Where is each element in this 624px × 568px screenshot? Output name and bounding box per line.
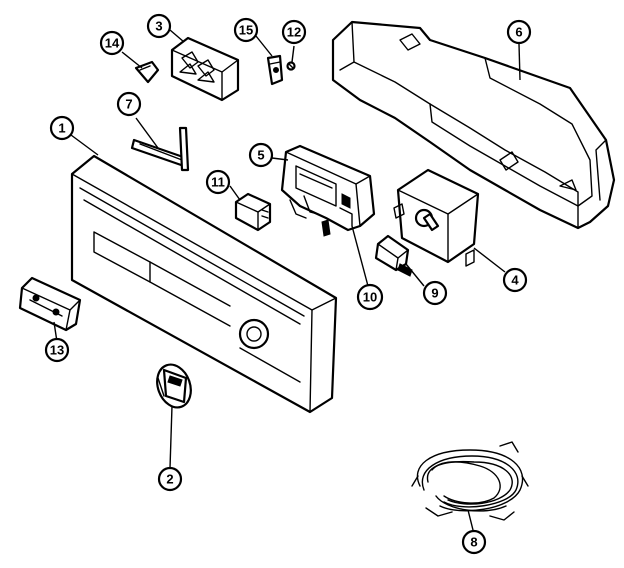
part-7-rod bbox=[130, 126, 190, 172]
leader-10 bbox=[351, 225, 369, 287]
callout-4-label: 4 bbox=[511, 273, 519, 288]
leader-3 bbox=[169, 29, 185, 43]
callout-1: 1 bbox=[49, 115, 75, 141]
leader-6 bbox=[518, 43, 521, 81]
leader-lines bbox=[53, 29, 521, 531]
callout-13-label: 13 bbox=[50, 343, 64, 358]
callout-3-label: 3 bbox=[155, 19, 162, 34]
part-11-connector bbox=[234, 192, 272, 232]
leader-7 bbox=[135, 117, 159, 149]
callout-11-label: 11 bbox=[211, 175, 225, 190]
callout-10: 10 bbox=[356, 283, 384, 311]
callout-9: 9 bbox=[422, 280, 448, 306]
callout-4: 4 bbox=[502, 267, 528, 293]
callout-3: 3 bbox=[146, 13, 172, 39]
callout-2: 2 bbox=[157, 466, 183, 492]
part-6-console-cover bbox=[331, 20, 616, 230]
callout-15-label: 15 bbox=[239, 23, 253, 38]
callout-11: 11 bbox=[205, 169, 231, 195]
leader-15 bbox=[255, 35, 273, 57]
callout-7-label: 7 bbox=[125, 97, 132, 112]
callout-2-label: 2 bbox=[166, 472, 173, 487]
part-12-screw bbox=[286, 61, 296, 71]
part-3-switch-block bbox=[170, 36, 240, 102]
callout-13: 13 bbox=[44, 337, 70, 363]
leader-11 bbox=[229, 185, 241, 201]
callout-8-label: 8 bbox=[470, 535, 477, 550]
callout-1-label: 1 bbox=[58, 121, 65, 136]
leader-14 bbox=[121, 51, 143, 69]
callout-15: 15 bbox=[233, 17, 259, 43]
callout-9-label: 9 bbox=[431, 286, 438, 301]
leader-5 bbox=[271, 157, 289, 161]
callout-8: 8 bbox=[461, 529, 487, 555]
leader-12 bbox=[291, 45, 295, 63]
part-15-bracket bbox=[266, 54, 284, 86]
part-8-wire-harness bbox=[411, 441, 529, 521]
callout-5-label: 5 bbox=[257, 148, 264, 163]
leader-4 bbox=[473, 247, 506, 273]
part-1-control-panel bbox=[70, 154, 338, 414]
callout-10-label: 10 bbox=[363, 290, 377, 305]
callout-14-label: 14 bbox=[105, 36, 120, 51]
leader-8 bbox=[467, 509, 474, 531]
callout-7: 7 bbox=[116, 91, 142, 117]
callout-12: 12 bbox=[281, 19, 307, 45]
leader-2 bbox=[169, 405, 173, 469]
callout-5: 5 bbox=[248, 142, 274, 168]
callout-12-label: 12 bbox=[287, 25, 301, 40]
part-2-knob bbox=[156, 363, 192, 409]
part-5-control-module bbox=[280, 144, 376, 237]
part-13-indicator bbox=[18, 276, 82, 332]
leader-1 bbox=[70, 134, 99, 156]
part-4-timer bbox=[393, 168, 480, 267]
callout-6: 6 bbox=[506, 19, 532, 45]
callout-14: 14 bbox=[99, 30, 125, 56]
leader-9 bbox=[405, 263, 425, 287]
callout-6-label: 6 bbox=[515, 25, 522, 40]
part-9-switch bbox=[374, 234, 413, 277]
